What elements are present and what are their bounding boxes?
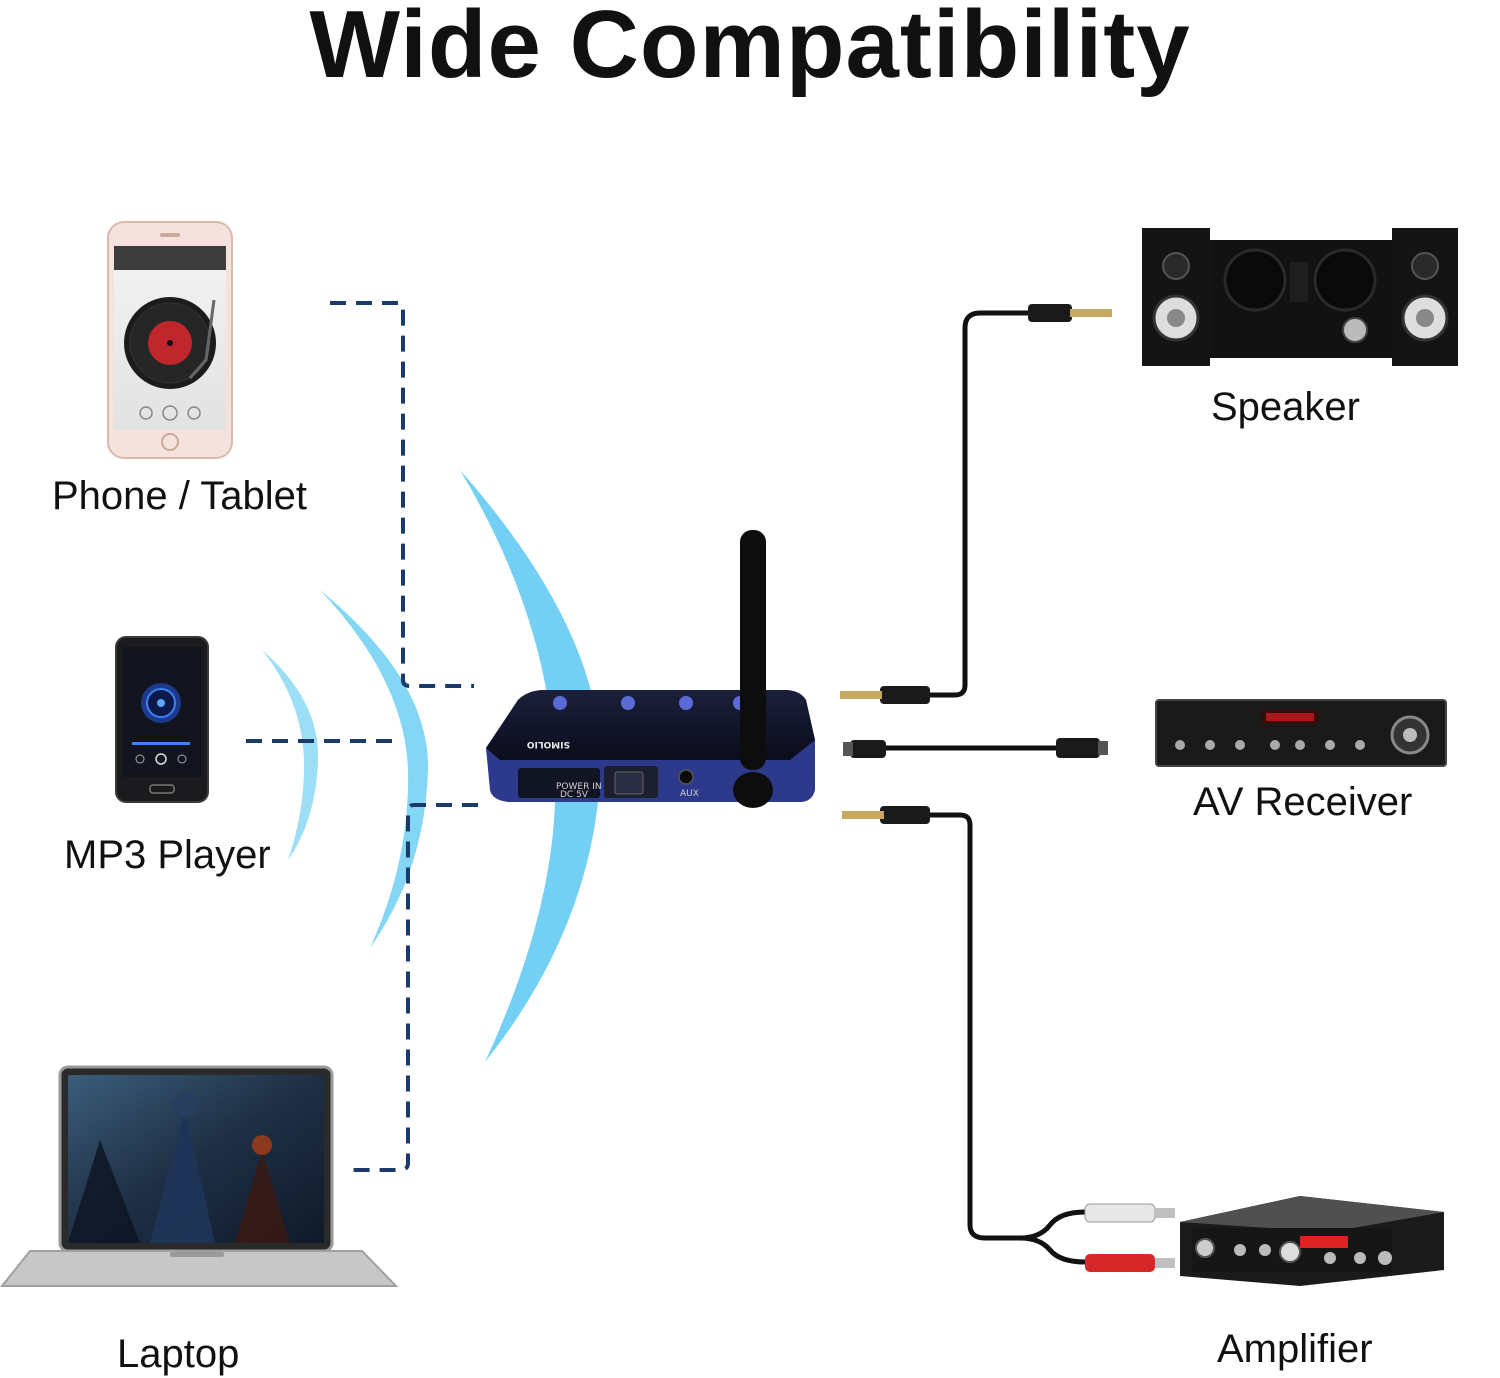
speaker-system-icon <box>1142 228 1458 366</box>
av-receiver-icon <box>1155 699 1447 767</box>
amplifier-icon <box>1180 1196 1444 1286</box>
wave-middle <box>320 590 429 948</box>
svg-text:DC 5V: DC 5V <box>560 790 589 800</box>
laptop-link-line <box>352 803 478 1172</box>
speaker-cable <box>930 310 1030 698</box>
speaker-label: Speaker <box>1211 385 1360 429</box>
amplifier-cable <box>930 812 1086 1265</box>
output-cables <box>880 310 1086 1265</box>
wave-outer <box>460 470 601 1062</box>
svg-text:POWER IN: POWER IN <box>556 782 602 792</box>
wireless-links <box>246 301 478 1172</box>
svg-text:AUX: AUX <box>680 789 699 799</box>
av-receiver-label: AV Receiver <box>1193 780 1413 824</box>
laptop-icon <box>0 1065 399 1287</box>
laptop-label: Laptop <box>117 1332 240 1376</box>
cable-plugs <box>840 304 1175 1272</box>
page-title: Wide Compatibility <box>309 0 1191 98</box>
phone-link-line <box>330 301 474 688</box>
svg-text:SIMOLIO: SIMOLIO <box>526 739 570 749</box>
mp3-player-icon <box>115 636 209 803</box>
phone-icon <box>107 221 233 459</box>
phone-tablet-label: Phone / Tablet <box>52 474 308 518</box>
mp3-player-label: MP3 Player <box>64 833 271 877</box>
wave-inner <box>262 650 319 860</box>
bluetooth-transmitter-device: SIMOLIO POWER IN DC 5V AUX <box>486 530 815 808</box>
amplifier-label: Amplifier <box>1217 1327 1373 1371</box>
